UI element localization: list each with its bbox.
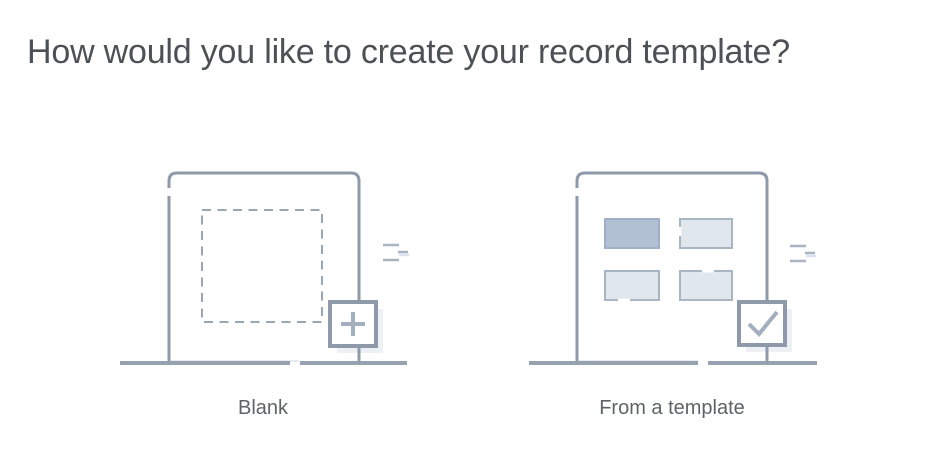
plus-box — [328, 300, 378, 348]
field-grid — [604, 218, 733, 302]
field-rect — [679, 270, 733, 301]
page-title: How would you like to create your record… — [27, 33, 790, 71]
field-rect-filled — [604, 218, 660, 249]
dashed-placeholder — [201, 209, 323, 323]
speed-dashes — [790, 244, 816, 263]
option-from-template[interactable]: From a template — [522, 158, 822, 420]
template-illustration — [529, 171, 817, 365]
speed-dashes — [383, 243, 409, 262]
plus-icon — [341, 312, 365, 336]
option-blank-label: Blank — [237, 397, 289, 419]
option-blank[interactable]: Blank — [113, 158, 413, 420]
card-outline — [167, 171, 361, 301]
check-icon — [747, 310, 779, 337]
option-from-template-label: From a template — [599, 397, 745, 419]
field-rect — [604, 270, 660, 301]
card-outline — [575, 171, 769, 301]
check-box — [737, 300, 787, 347]
blank-illustration — [120, 171, 409, 365]
field-rect — [679, 218, 733, 249]
